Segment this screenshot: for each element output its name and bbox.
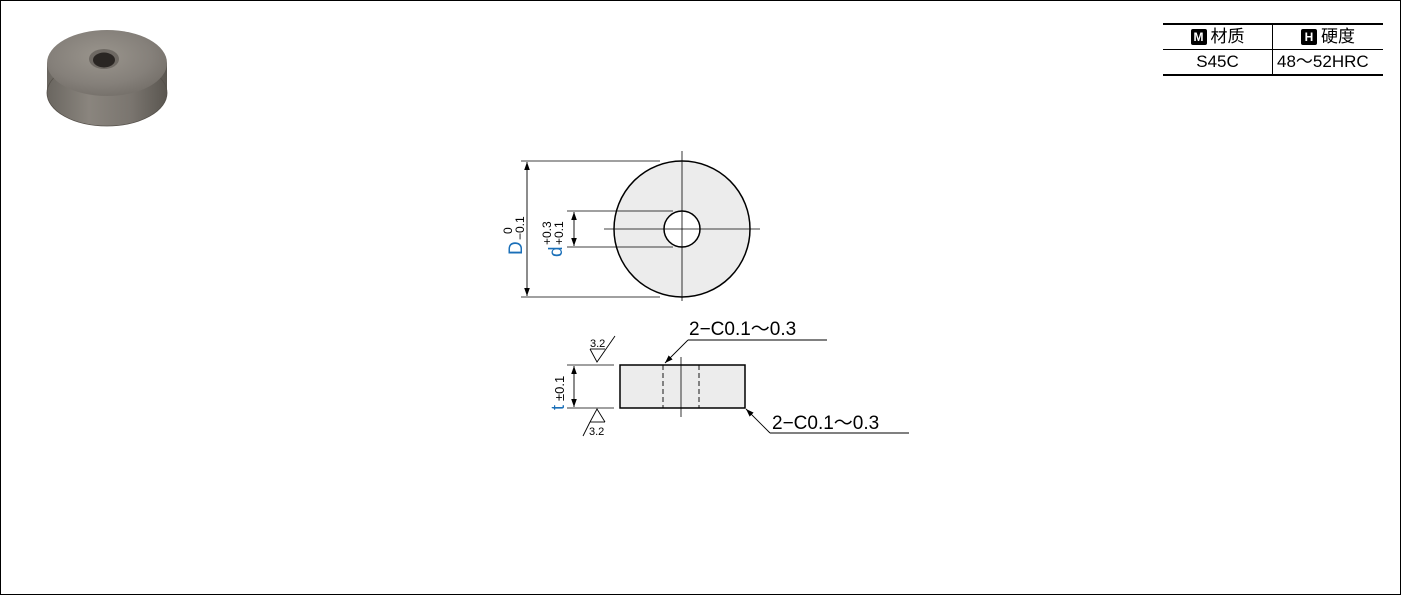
dim-d-upper: +0.3 (540, 221, 554, 245)
roughness-bottom-value: 3.2 (589, 426, 604, 438)
material-badge: M (1190, 29, 1207, 45)
chamfer-top-text: 2−C0.1～0.3 (689, 319, 796, 340)
roughness-symbol-bottom: 3.2 (582, 408, 606, 438)
chamfer-callout-bottom: 2−C0.1～0.3 (745, 408, 909, 434)
dimension-d: d +0.3 +0.1 (540, 210, 673, 257)
dim-t-tolerance: ±0.1 (552, 376, 567, 401)
roughness-symbol-top: 3.2 (589, 335, 616, 363)
side-view (619, 357, 746, 417)
hardness-value: 48～52HRC (1272, 49, 1383, 76)
top-view (604, 151, 760, 301)
product-photo (46, 30, 168, 127)
dim-t-symbol: t (548, 405, 568, 410)
chamfer-callout-top: 2−C0.1～0.3 (664, 319, 827, 364)
chamfer-bottom-text: 2−C0.1～0.3 (772, 413, 879, 434)
dim-D-lower: −0.1 (513, 216, 527, 240)
side-body (619, 364, 746, 409)
material-value: S45C (1163, 49, 1273, 76)
material-label: 材质 (1210, 27, 1245, 46)
dim-d-lower: +0.1 (552, 221, 566, 245)
dim-D-upper: 0 (501, 227, 515, 234)
dim-D-symbol: D (506, 241, 527, 255)
hardness-badge: H (1301, 29, 1317, 45)
dimension-D: D 0 −0.1 (501, 160, 660, 298)
hardness-label: 硬度 (1321, 27, 1355, 46)
dim-d-symbol: d (546, 246, 567, 257)
spec-value-row: S45C 48～52HRC (1163, 49, 1383, 76)
dimension-t: t ±0.1 (548, 364, 614, 410)
roughness-top-value: 3.2 (590, 338, 605, 350)
